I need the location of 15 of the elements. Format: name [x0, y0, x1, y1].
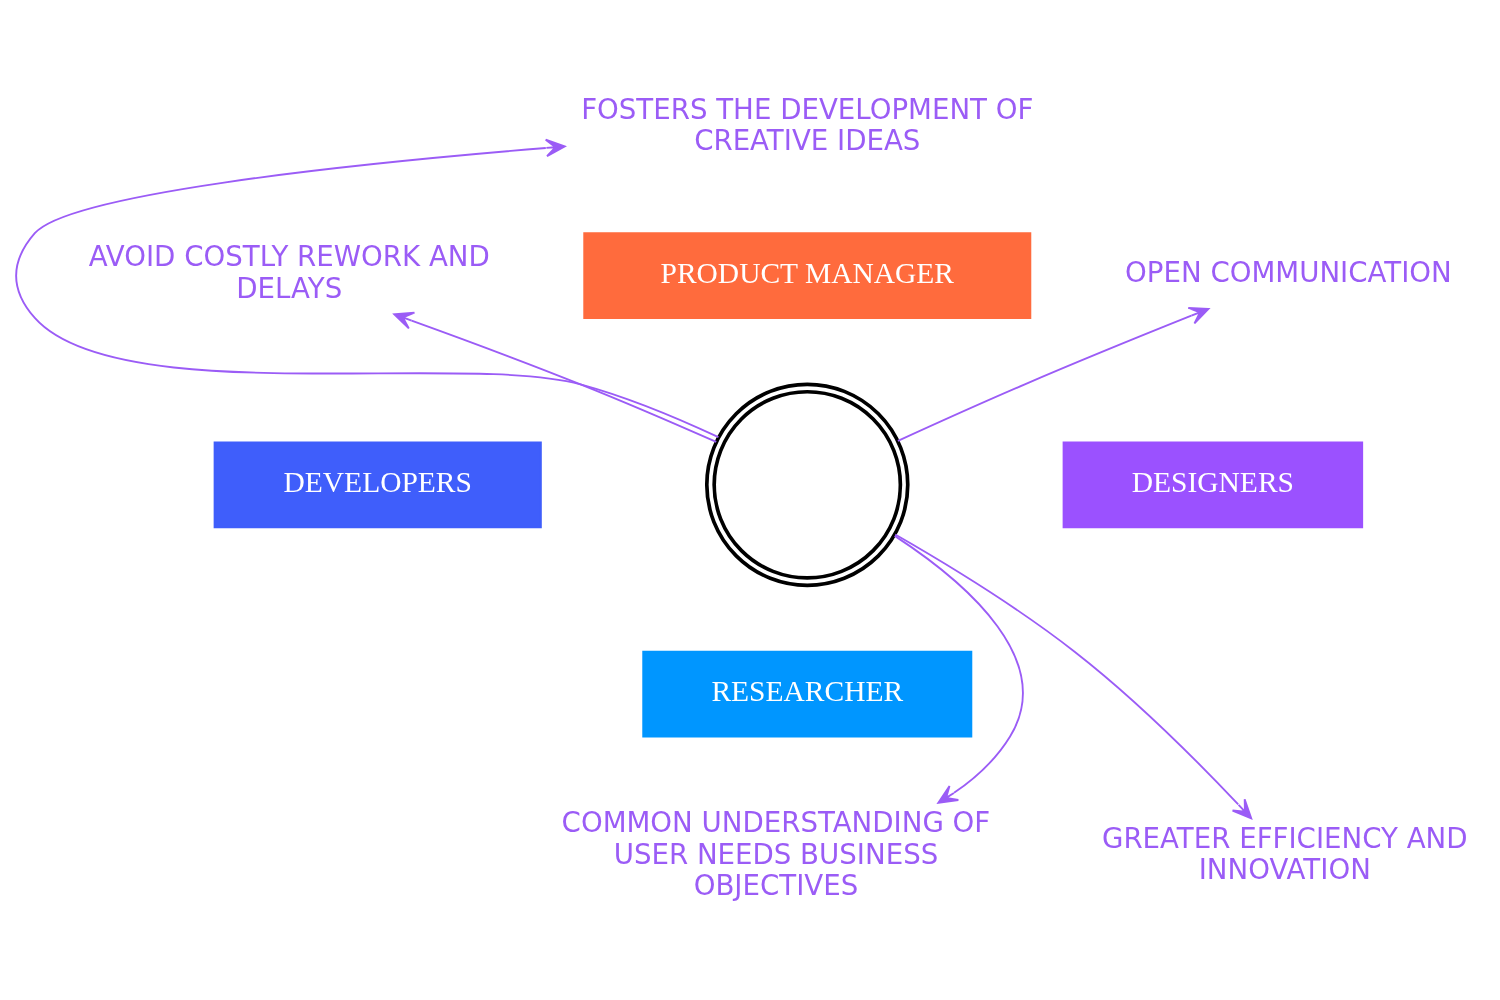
node-box: RESEARCHER	[642, 650, 973, 737]
node-person	[704, 382, 910, 587]
arrow	[393, 311, 718, 443]
node-box: DESIGNERS	[1062, 441, 1364, 528]
node-text: OPEN COMMUNICATION	[1125, 255, 1452, 289]
node-text: COMMON UNDERSTANDING OF USER NEEDS BUSINESS OBJECTIVES	[561, 805, 991, 902]
arrow	[894, 533, 1253, 819]
node-box: PRODUCT MANAGER	[583, 231, 1032, 319]
node-text: GREATER EFFICIENCY AND INNOVATION	[1102, 821, 1468, 886]
node-text: FOSTERS THE DEVELOPMENT OF CREATIVE IDEAS	[581, 92, 1034, 157]
arrow	[15, 138, 720, 438]
node-box: DEVELOPERS	[213, 441, 542, 528]
arrow	[897, 306, 1210, 442]
arrow	[893, 534, 1024, 804]
node-text: AVOID COSTLY REWORK AND DELAYS	[88, 239, 490, 305]
